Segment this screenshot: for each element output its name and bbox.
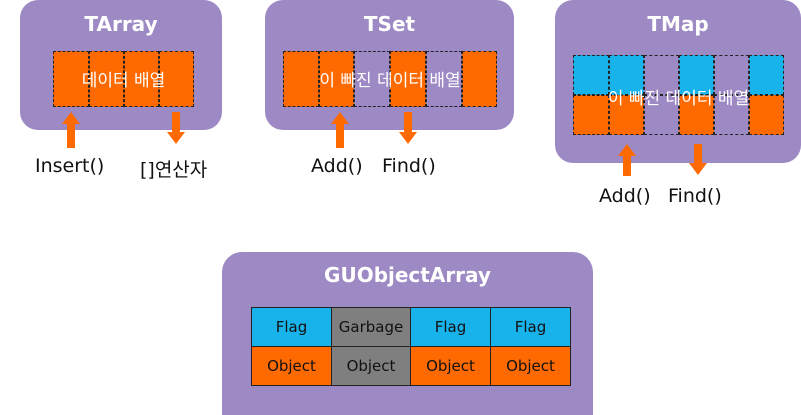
- tarray-title: TArray: [84, 12, 158, 36]
- tmap-op-add: Add(): [599, 185, 651, 207]
- tset-cell: [390, 51, 426, 107]
- up-arrow-icon: [62, 112, 80, 148]
- tarray-cell: [159, 51, 194, 107]
- flag-cell: Flag: [410, 307, 491, 347]
- object-cell: Object: [410, 346, 491, 386]
- tmap-key-cell: [714, 55, 749, 95]
- tset-op-add: Add(): [311, 155, 363, 177]
- tset-cell: [462, 51, 497, 107]
- tmap-value-cell: [573, 95, 609, 135]
- object-cell: Object: [490, 346, 571, 386]
- tarray-panel: TArray 데이터 배열: [20, 0, 222, 130]
- tset-title: TSet: [363, 12, 416, 36]
- tarray-cell: [124, 51, 159, 107]
- tarray-cell: [53, 51, 89, 107]
- down-arrow-icon: [167, 112, 185, 144]
- guobjectarray-panel: GUObjectArray Flag Garbage Flag Flag Obj…: [222, 252, 593, 415]
- down-arrow-icon: [689, 144, 707, 175]
- tmap-title: TMap: [647, 12, 709, 36]
- tarray-array-label: 데이터 배열: [81, 71, 166, 91]
- tmap-value-cell: [644, 95, 679, 135]
- tmap-array-label: 이 빠진 데이터 배열: [607, 89, 750, 109]
- tmap-key-cell: [749, 55, 784, 95]
- tmap-op-find: Find(): [668, 185, 722, 207]
- tset-cell: [319, 51, 354, 107]
- tset-cell: [354, 51, 390, 107]
- flag-cell: Flag: [251, 307, 332, 347]
- flag-cell: Flag: [490, 307, 571, 347]
- tset-cell: [426, 51, 462, 107]
- tmap-key-cell: [609, 55, 644, 95]
- tmap-panel: TMap 이 빠진 데이터 배열: [555, 0, 801, 163]
- tset-cell: [283, 51, 319, 107]
- tset-op-find: Find(): [382, 155, 436, 177]
- tmap-key-cell: [679, 55, 714, 95]
- tmap-value-cell: [609, 95, 644, 135]
- guobjectarray-title: GUObjectArray: [324, 263, 491, 287]
- tarray-op-insert: Insert(): [35, 155, 105, 177]
- tmap-value-cell: [714, 95, 749, 135]
- tmap-value-cell: [749, 95, 784, 135]
- tmap-key-cell: [644, 55, 679, 95]
- tset-panel: TSet 이 빠진 데이터 배열: [265, 0, 514, 130]
- tarray-cell: [89, 51, 124, 107]
- up-arrow-icon: [331, 112, 349, 148]
- object-cell: Object: [251, 346, 332, 386]
- object-cell-garbage: Object: [331, 346, 411, 386]
- up-arrow-icon: [618, 144, 636, 176]
- down-arrow-icon: [399, 112, 417, 144]
- tset-array-label: 이 빠진 데이터 배열: [319, 71, 461, 91]
- garbage-cell: Garbage: [331, 307, 411, 347]
- tmap-value-cell: [679, 95, 714, 135]
- tarray-op-subscript: []연산자: [140, 159, 208, 181]
- tmap-key-cell: [573, 55, 609, 95]
